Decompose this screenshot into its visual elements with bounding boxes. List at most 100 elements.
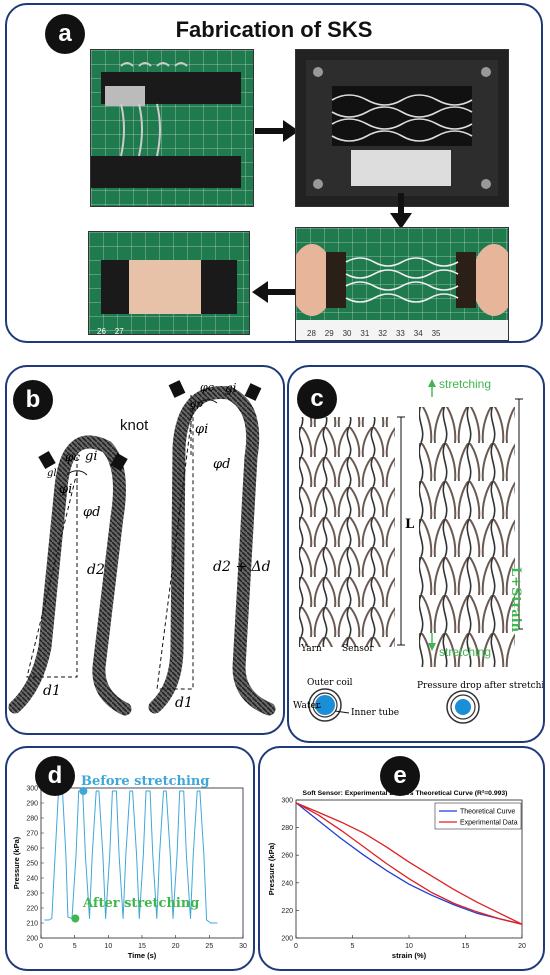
y-tick-label: 280 [281, 825, 293, 832]
symbol-phi-c: φc [65, 450, 81, 464]
y-axis-label: Pressure (kPa) [12, 836, 21, 889]
panel-a-label: a [45, 14, 85, 54]
coil-diagram [8, 380, 276, 716]
symbol-d2: d2 [87, 562, 105, 578]
y-tick-label: 230 [26, 891, 38, 898]
arrow-down-icon [390, 193, 412, 229]
symbol-phi-d-right: φd [213, 457, 231, 472]
panel-e-label: e [380, 756, 420, 796]
y-axis-label: Pressure (kPa) [267, 842, 276, 895]
y-tick-label: 240 [26, 876, 38, 883]
y-tick-label: 280 [26, 816, 38, 823]
ruler-label: 28 29 30 31 32 33 34 35 [307, 329, 440, 338]
arrow-left-icon [252, 281, 296, 303]
symbol-g-i-right: gi [225, 381, 237, 395]
y-tick-label: 240 [281, 880, 293, 887]
symbol-phi-i-right: φi [195, 422, 209, 437]
ruler-tick: 31 [360, 329, 370, 338]
y-tick-label: 270 [26, 831, 38, 838]
y-tick-label: 300 [26, 786, 38, 793]
x-tick-label: 10 [104, 943, 112, 950]
length-label: L [405, 517, 415, 532]
x-tick-label: 30 [239, 943, 247, 950]
ruler-tick: 33 [395, 329, 405, 338]
x-tick-label: 5 [73, 943, 77, 950]
arrow-right-icon [255, 120, 299, 142]
x-tick-label: 0 [39, 943, 43, 950]
ruler-label-left: 26 27 [97, 327, 124, 336]
panel-d: 0 5 10 15 20 25 30 200 210 220 230 240 250 260 270 280 2… [5, 746, 255, 971]
symbol-phi-d: φd [83, 505, 101, 520]
pressure-time-chart: 0 5 10 15 20 25 30 200 210 220 230 240 250 260 270 280 2… [12, 786, 247, 961]
y-tick-label: 200 [26, 936, 38, 943]
y-tick-label: 260 [281, 853, 293, 860]
y-tick-label: 290 [26, 801, 38, 808]
strain-label-text: L+Strain [508, 567, 523, 633]
panel-b-label: b [13, 380, 53, 420]
yarn-label: Yarn [301, 644, 322, 654]
ruler-tick: 34 [413, 329, 423, 338]
ruler-tick: 29 [324, 329, 334, 338]
panel-a-title: Fabrication of SKS [175, 17, 373, 42]
legend-entry: Theoretical Curve [460, 809, 515, 816]
y-tick-label: 260 [26, 846, 38, 853]
y-tick-label: 300 [281, 798, 293, 805]
x-tick-label: 25 [205, 943, 213, 950]
x-axis-label: Time (s) [128, 951, 157, 960]
pressure-drop-label: Pressure drop after stretching [417, 681, 545, 691]
panel-c: c stretching L L+Strain Yarn Sensor stre… [287, 365, 545, 743]
ruler-tick: 26 [97, 327, 106, 336]
photo-coils-taped [90, 49, 254, 207]
after-stretching-marker [71, 914, 80, 923]
y-tick-label: 220 [281, 908, 293, 915]
x-tick-label: 15 [138, 943, 146, 950]
before-stretching-marker [79, 787, 88, 795]
series-line-0 [44, 790, 218, 924]
knit-structure-diagram [299, 379, 523, 724]
symbol-g-l: gl [47, 468, 57, 479]
x-axis-label: strain (%) [392, 951, 427, 960]
symbol-phi-i: φi [59, 482, 73, 497]
sensor-label: Sensor [342, 644, 374, 654]
photo-finished-sks [88, 231, 250, 335]
y-tick-label: 220 [26, 906, 38, 913]
symbol-d1: d1 [43, 683, 61, 699]
ruler-tick: 28 [307, 329, 316, 338]
outer-coil-label: Outer coil [307, 678, 353, 688]
before-stretching-label: Before stretching [81, 774, 210, 789]
x-tick-label: 20 [518, 943, 526, 950]
ruler-tick: 27 [114, 327, 124, 336]
legend-entry: Experimental Data [460, 820, 518, 827]
photo-knitting-frame [295, 49, 509, 207]
panel-b: knot φc gi gl φi φd d2 d1 φc gi gp φi φd… [5, 365, 285, 735]
symbol-g-p: gp [190, 399, 203, 410]
ruler-tick: 30 [342, 329, 352, 338]
series-line-experimental-data [295, 802, 523, 925]
x-tick-label: 0 [294, 943, 298, 950]
knot-label: knot [120, 417, 149, 434]
panel-a: Fabrication of SKS [5, 3, 543, 343]
symbol-phi-c-right: φc [200, 381, 214, 394]
ruler-tick: 35 [431, 329, 441, 338]
panel-c-label: c [297, 379, 337, 419]
after-stretching-label: After stretching [83, 896, 200, 911]
photo-stretched-hands [295, 227, 509, 341]
ruler-tick: 32 [378, 329, 388, 338]
stretching-bottom-label: stretching [439, 645, 492, 659]
series-line-theoretical-curve [295, 802, 523, 925]
symbol-g-i: gi [85, 449, 98, 464]
stretching-top-label: stretching [439, 377, 492, 391]
y-tick-label: 210 [26, 921, 38, 928]
x-tick-label: 15 [462, 943, 470, 950]
x-tick-label: 5 [351, 943, 355, 950]
x-tick-label: 20 [172, 943, 180, 950]
x-tick-label: 10 [405, 943, 413, 950]
panel-d-label: d [35, 756, 75, 796]
symbol-d2-plus: d2 + Δd [213, 559, 271, 575]
water-label: Water [293, 701, 321, 711]
legend-box [434, 802, 522, 830]
symbol-d1-right: d1 [175, 695, 193, 711]
y-tick-label: 250 [26, 861, 38, 868]
strain-label: L+Strain [508, 567, 523, 632]
y-tick-label: 200 [281, 936, 293, 943]
